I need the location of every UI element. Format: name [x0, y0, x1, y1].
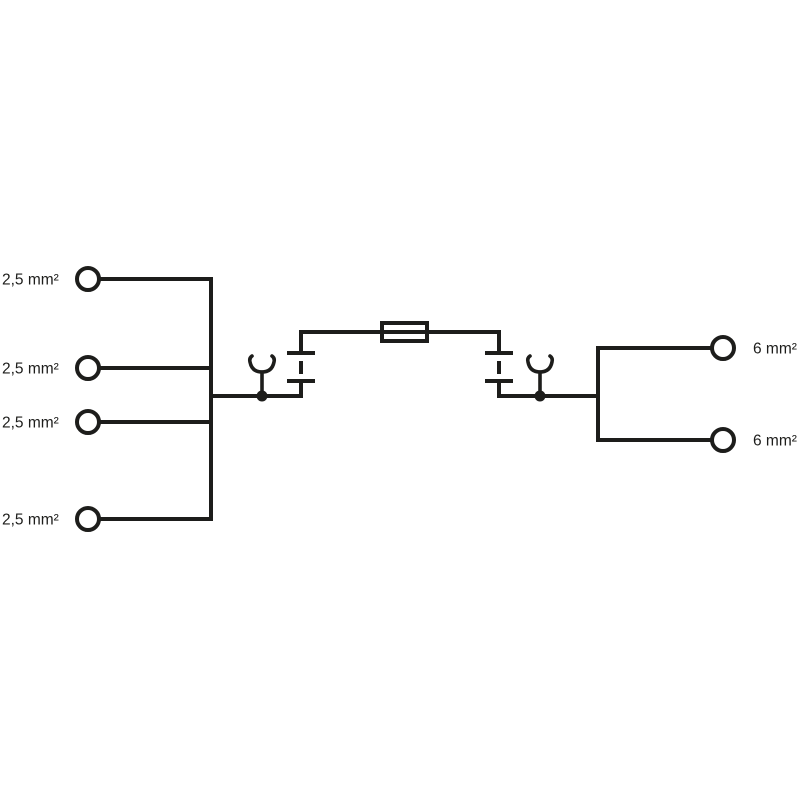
- terminal-label: 2,5 mm²: [2, 361, 59, 378]
- right-terminal-2: 6 mm²: [598, 427, 797, 453]
- terminal-label: 6 mm²: [753, 341, 797, 358]
- left-terminal-2: 2,5 mm²: [2, 355, 213, 381]
- terminal-label: 2,5 mm²: [2, 415, 59, 432]
- left-test-tap-icon: [247, 354, 277, 402]
- right-test-tap-icon: [525, 354, 555, 402]
- junction-dot: [534, 390, 546, 402]
- fuse-link-wire: [299, 330, 501, 353]
- left-terminal-1: 2,5 mm²: [2, 266, 213, 292]
- right-branch-wire: [497, 381, 598, 398]
- terminal-circle-icon: [75, 355, 101, 381]
- test-tap-fork: [247, 354, 277, 374]
- left-branch-wire: [211, 381, 303, 398]
- left-terminal-3: 2,5 mm²: [2, 409, 213, 435]
- terminal-circle-icon: [75, 506, 101, 532]
- right-disconnect-point-icon: [485, 351, 513, 383]
- terminal-circle-icon: [75, 266, 101, 292]
- terminal-label: 2,5 mm²: [2, 512, 59, 529]
- terminal-circle-icon: [75, 409, 101, 435]
- left-terminal-4: 2,5 mm²: [2, 506, 213, 532]
- left-disconnect-point-icon: [287, 351, 315, 383]
- test-tap-fork: [525, 354, 555, 374]
- terminal-label: 2,5 mm²: [2, 272, 59, 289]
- junction-dot: [256, 390, 268, 402]
- fuse-icon: [380, 321, 429, 343]
- terminal-circle-icon: [710, 427, 736, 453]
- terminal-circle-icon: [710, 335, 736, 361]
- right-terminal-1: 6 mm²: [598, 335, 797, 361]
- terminal-label: 6 mm²: [753, 433, 797, 450]
